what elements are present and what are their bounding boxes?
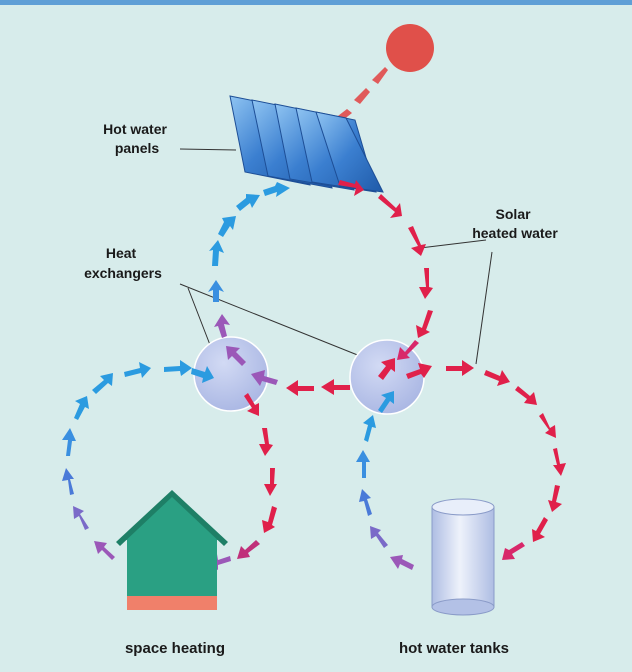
sun: [386, 24, 434, 72]
top-border: [0, 0, 632, 5]
label-solar-heated-water: Solar heated water: [472, 206, 558, 241]
caption-hot-water-tanks: hot water tanks: [399, 640, 509, 657]
label-hot-water-panels: Hot water panels: [103, 121, 171, 156]
caption-space-heating: space heating: [125, 640, 225, 657]
house-base: [127, 596, 217, 610]
label-heat-exchangers: Heat exchangers: [84, 245, 162, 281]
space-heating-loop-arrows: [62, 360, 277, 570]
leader-lines: [179, 148, 493, 365]
house: [116, 490, 228, 610]
panel-loop-arrows: [208, 180, 433, 360]
hot-water-loop-arrows: [356, 358, 566, 570]
hot-water-tank: [431, 498, 495, 616]
hot-water-panels: [229, 95, 384, 193]
exchanger-link-arrows: [226, 346, 350, 396]
